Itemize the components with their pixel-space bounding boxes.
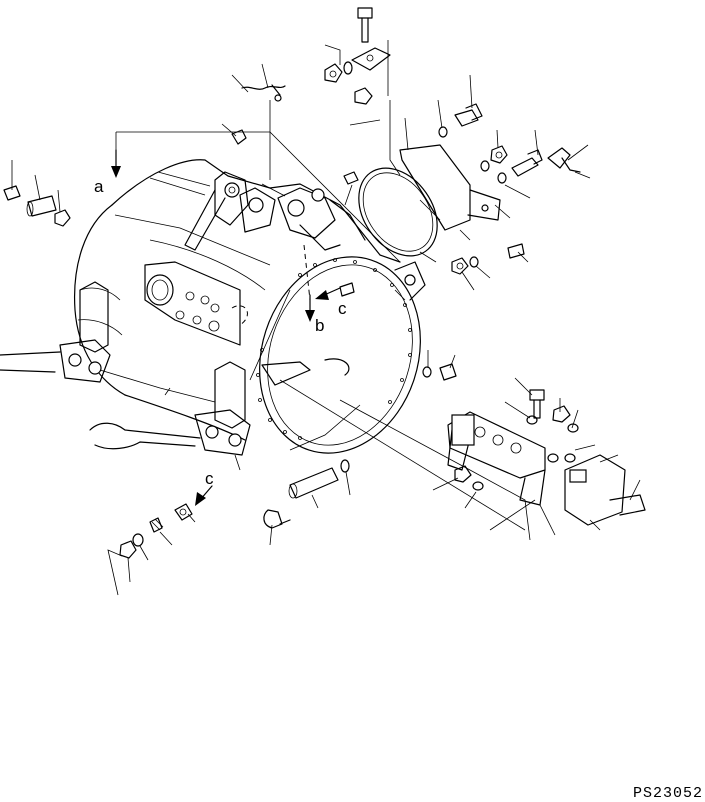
transmission-housing	[0, 159, 426, 456]
lower-nut	[119, 540, 137, 559]
lifting-lug-left	[214, 171, 249, 226]
lifting-lug-center	[239, 187, 276, 233]
port-panel	[144, 261, 248, 346]
bolt-right-2	[511, 149, 543, 177]
mounting-bracket-right	[89, 361, 251, 456]
collar-clip	[340, 459, 350, 473]
valve-block	[564, 454, 646, 526]
small-bolt-top	[231, 129, 247, 145]
washer-right-3	[497, 172, 507, 184]
label-a: a	[94, 177, 104, 196]
label-b: b	[315, 316, 324, 335]
arrow-c-lower	[195, 485, 213, 506]
valve-washer-lower	[472, 481, 484, 491]
arrow-c-upper	[315, 287, 341, 300]
plug-c	[174, 503, 193, 521]
label-c-lower: c	[205, 469, 214, 488]
valve-washer	[526, 415, 538, 425]
top-nut	[324, 63, 343, 83]
lifting-lug-right	[277, 187, 336, 239]
spring	[149, 517, 164, 533]
arrow-b	[305, 294, 315, 322]
washer-right-2	[480, 160, 490, 172]
assembly-lines	[115, 100, 531, 541]
nut-right	[490, 145, 508, 164]
seal-ring	[358, 167, 438, 257]
top-washer	[343, 61, 353, 75]
seat-washer	[132, 533, 144, 547]
drawing-code: PS23052	[633, 785, 703, 802]
top-bolt	[357, 7, 373, 43]
wire-clip	[241, 84, 286, 102]
valve-nut	[552, 405, 571, 423]
nut-left	[54, 209, 71, 227]
housing-flange	[249, 256, 426, 454]
pin-right	[507, 243, 525, 259]
valve-bracket-assembly	[447, 411, 546, 506]
washer-right	[438, 126, 448, 138]
cover-plate	[399, 144, 501, 231]
top-clamp	[351, 47, 391, 71]
mounting-bracket-left	[0, 281, 111, 383]
valve-bolt	[529, 389, 545, 419]
label-c-upper: c	[338, 299, 347, 318]
elbow-fitting	[263, 509, 291, 529]
plug-flange	[422, 363, 457, 381]
bolt-small-right	[343, 171, 359, 185]
shaft-pin-left	[26, 195, 57, 217]
valve-small-washer	[547, 453, 576, 463]
pipe-tube	[288, 467, 339, 499]
breather-c	[339, 282, 355, 297]
nut-mid-right	[451, 257, 469, 275]
top-lower-nut	[354, 87, 373, 105]
angle-bracket-right	[547, 147, 581, 173]
washer-mid-right	[469, 256, 479, 268]
leader-lines	[11, 40, 641, 596]
bolt-right	[454, 103, 483, 127]
arrow-a	[111, 149, 121, 178]
